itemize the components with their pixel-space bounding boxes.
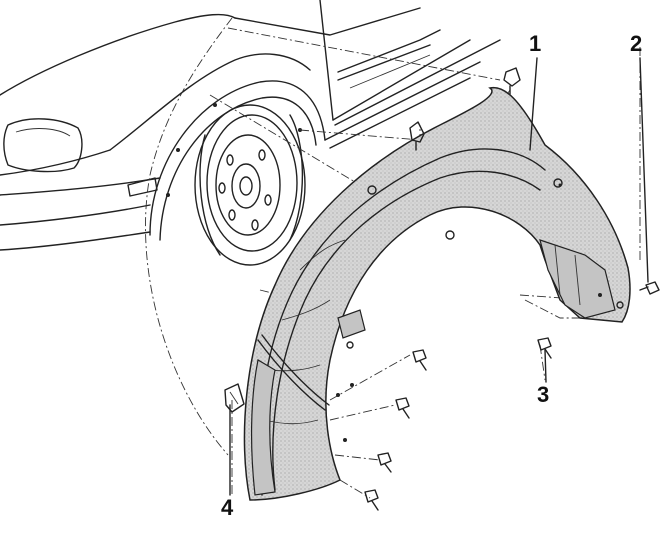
callout-3-screw: 3: [537, 382, 550, 407]
screw-icon: [537, 337, 552, 359]
clip-icon: [503, 67, 521, 95]
assembly-guide-lines: [145, 17, 641, 499]
screw-icon: [377, 452, 392, 473]
wheel: [194, 104, 306, 266]
screw-icon: [395, 397, 410, 419]
wheel-arch-liner: [243, 86, 631, 501]
car-body: [0, 0, 501, 251]
callout-4-clip: 4: [221, 495, 234, 520]
screw-icon: [639, 281, 660, 295]
clip-icon: [224, 383, 245, 413]
callout-2-clip: 2: [630, 31, 643, 56]
callout-1-liner: 1: [529, 31, 542, 56]
screw-icon: [412, 349, 427, 371]
leader-lines: [229, 57, 649, 496]
clip-icon: [409, 121, 425, 151]
screw-icon: [364, 489, 379, 511]
